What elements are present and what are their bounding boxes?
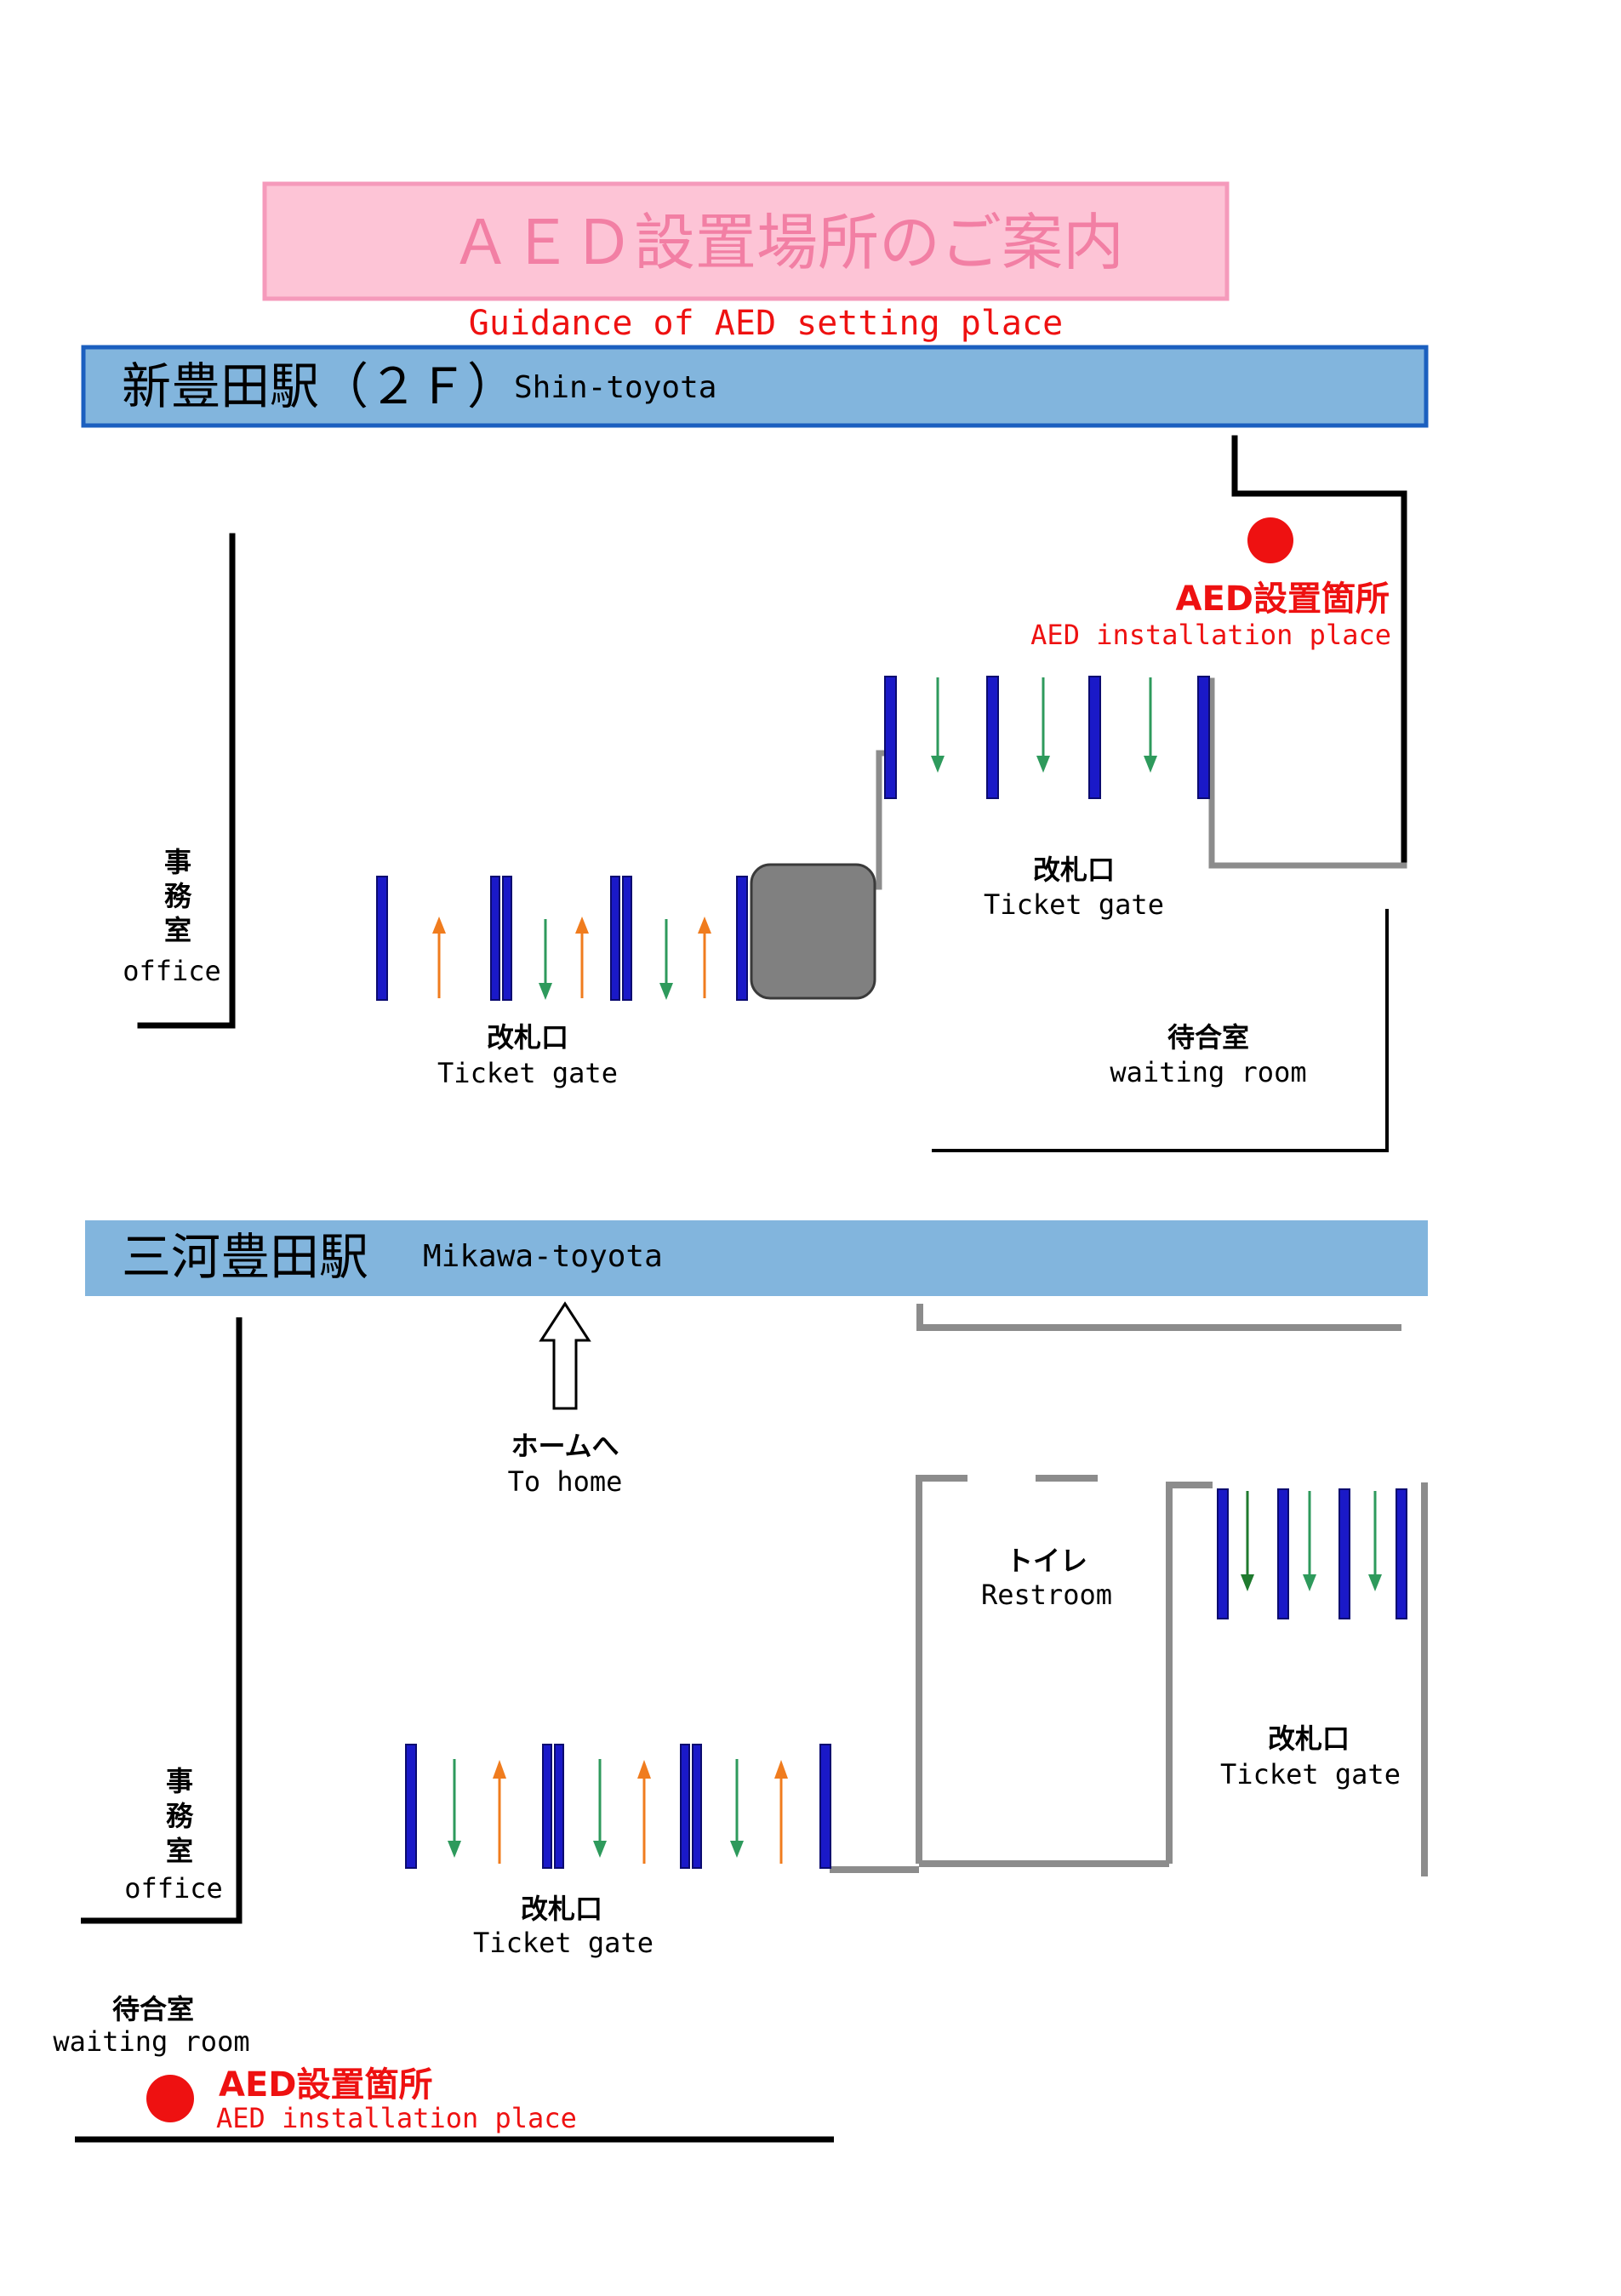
aed-room-wall-top <box>1231 435 1407 869</box>
restroom-wall-right <box>1166 1482 1213 1864</box>
title-jp: ＡＥＤ設置場所のご案内 <box>450 207 1124 278</box>
up-arrow <box>575 917 589 998</box>
office-label-jp: 室 <box>166 1835 193 1867</box>
down-arrow <box>659 919 673 1000</box>
gate-bar <box>680 1744 690 1869</box>
office-label-jp: 事 <box>164 846 191 878</box>
gate-bar <box>542 1744 552 1869</box>
aed-label-jp: AED設置箇所 <box>219 2065 432 2105</box>
waiting-room-label-jp: 待合室 <box>1167 1021 1249 1054</box>
gate-label-jp: 改札口 <box>1033 854 1115 886</box>
walls-section2 <box>75 1304 1428 2143</box>
ticket-gates-left-s2 <box>405 1744 831 1869</box>
office-label-en: office <box>124 1872 223 1905</box>
title-box <box>262 181 1230 301</box>
waiting-room-label-jp: 待合室 <box>112 1993 194 2025</box>
gate-bar <box>692 1744 702 1869</box>
ticket-machine <box>750 863 876 1000</box>
gate-label-jp: 改札口 <box>487 1021 568 1054</box>
up-arrow <box>698 917 711 998</box>
up-arrow <box>493 1760 506 1864</box>
down-arrow <box>730 1759 744 1858</box>
office-label-en: office <box>123 955 221 987</box>
home-label-en: To home <box>508 1465 623 1498</box>
office-label-jp: 事 <box>166 1765 193 1797</box>
aed-room-wall-bottom <box>1208 677 1407 869</box>
gate-bar <box>819 1744 831 1869</box>
gate-bar <box>622 876 632 1001</box>
gate-label-en: Ticket gate <box>437 1057 618 1089</box>
top-right-wall <box>916 1304 1401 1331</box>
waiting-room-wall <box>932 909 1389 1152</box>
station-banner-mikawa-toyota <box>85 1220 1428 1296</box>
office-label-jp: 務 <box>164 880 192 912</box>
office-label-jp: 務 <box>166 1800 194 1832</box>
down-arrow <box>1036 677 1050 773</box>
gate-label-en: Ticket gate <box>984 888 1164 921</box>
gate-bar <box>1396 1488 1407 1619</box>
down-arrow <box>1144 677 1157 773</box>
down-arrow <box>539 919 552 1000</box>
gate-bar <box>986 676 999 799</box>
down-arrow <box>931 677 945 773</box>
ticket-gates-left-s1 <box>376 876 748 1001</box>
waiting-room-label-en: waiting room <box>1110 1056 1306 1088</box>
gate-label-jp: 改札口 <box>1268 1722 1350 1755</box>
aed-label-jp: AED設置箇所 <box>1176 580 1390 619</box>
down-arrow <box>593 1759 607 1858</box>
ticket-gates-right-s2 <box>1217 1488 1407 1619</box>
down-arrow <box>1241 1491 1254 1591</box>
gate-label-en: Ticket gate <box>473 1927 654 1959</box>
down-arrow <box>448 1759 461 1858</box>
aed-label-en: AED installation place <box>1030 619 1391 651</box>
restroom-label-jp: トイレ <box>1006 1545 1087 1577</box>
restroom-label-en: Restroom <box>981 1579 1112 1611</box>
station-name-en: Shin-toyota <box>514 370 716 405</box>
aed-marker <box>1247 517 1293 563</box>
title-en: Guidance of AED setting place <box>469 304 1063 343</box>
up-arrow <box>774 1760 788 1864</box>
office-wall <box>137 533 236 1029</box>
aed-label-en: AED installation place <box>216 2102 577 2134</box>
gate-bar <box>376 876 388 1001</box>
office-label-jp: 室 <box>164 914 191 946</box>
gate-bar <box>1277 1488 1289 1619</box>
station-banner-shin-toyota <box>81 345 1429 428</box>
up-arrow <box>637 1760 651 1864</box>
waiting-room-label-en: waiting room <box>53 2025 249 2058</box>
gate-bar <box>554 1744 564 1869</box>
station-name-en: Mikawa-toyota <box>423 1239 663 1274</box>
station-name-jp: 新豊田駅（２Ｆ） <box>122 357 517 415</box>
down-arrow <box>1368 1491 1382 1591</box>
gate-bar <box>610 876 620 1001</box>
gate-bar <box>884 676 897 799</box>
gate-label-jp: 改札口 <box>521 1893 602 1925</box>
gate-bar <box>736 876 748 1001</box>
to-home-arrow-icon <box>539 1301 591 1410</box>
office-wall <box>81 1317 243 1924</box>
aed-marker <box>146 2075 194 2122</box>
gate-bar <box>490 876 500 1001</box>
up-arrow <box>432 917 446 998</box>
home-label-jp: ホームへ <box>511 1430 619 1462</box>
down-arrow <box>1303 1491 1316 1591</box>
gate-bar <box>502 876 512 1001</box>
gate-bar <box>405 1744 417 1869</box>
gate-bar <box>1088 676 1101 799</box>
station-name-jp: 三河豊田駅 <box>122 1228 368 1286</box>
gate-bar <box>1338 1488 1350 1619</box>
ticket-gates-right-s1 <box>884 676 1210 799</box>
gate-bar <box>1217 1488 1229 1619</box>
gate-bar <box>1197 676 1210 799</box>
gate-label-en: Ticket gate <box>1220 1758 1401 1791</box>
